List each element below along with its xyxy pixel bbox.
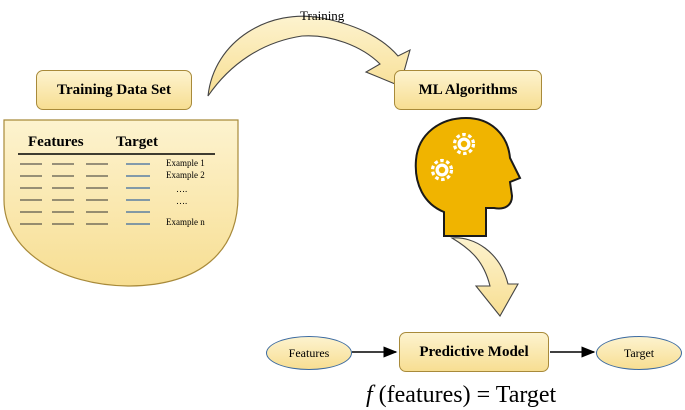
example-label: …. xyxy=(176,184,188,194)
predictive-model-label: Predictive Model xyxy=(419,343,529,360)
training-data-set-label: Training Data Set xyxy=(57,81,171,98)
head-with-gears-icon xyxy=(414,116,522,237)
target-lines xyxy=(126,163,150,225)
example-label: Example 1 xyxy=(166,158,205,168)
feature-lines xyxy=(20,163,108,225)
ml-algorithms-box: ML Algorithms xyxy=(394,70,542,110)
features-ellipse: Features xyxy=(266,336,352,370)
gear-icon xyxy=(452,132,476,156)
example-label: Example 2 xyxy=(166,170,205,180)
training-arrow-label: Training xyxy=(300,8,345,23)
downward-curved-arrow xyxy=(450,237,519,317)
ml-algorithms-label: ML Algorithms xyxy=(418,81,518,98)
training-curved-arrow xyxy=(207,15,411,97)
dataset-document-shape xyxy=(3,119,239,287)
table-header-features: Features xyxy=(28,134,84,150)
example-label: Example n xyxy=(166,217,205,227)
formula: f (features) = Target xyxy=(366,382,557,408)
predictive-model-box: Predictive Model xyxy=(399,332,549,372)
example-label: …. xyxy=(176,196,188,206)
target-ellipse: Target xyxy=(596,336,682,370)
table-header-target: Target xyxy=(116,134,158,150)
features-label: Features xyxy=(288,345,330,360)
target-label: Target xyxy=(623,345,655,360)
gear-icon xyxy=(430,158,454,182)
training-data-set-box: Training Data Set xyxy=(36,70,192,110)
